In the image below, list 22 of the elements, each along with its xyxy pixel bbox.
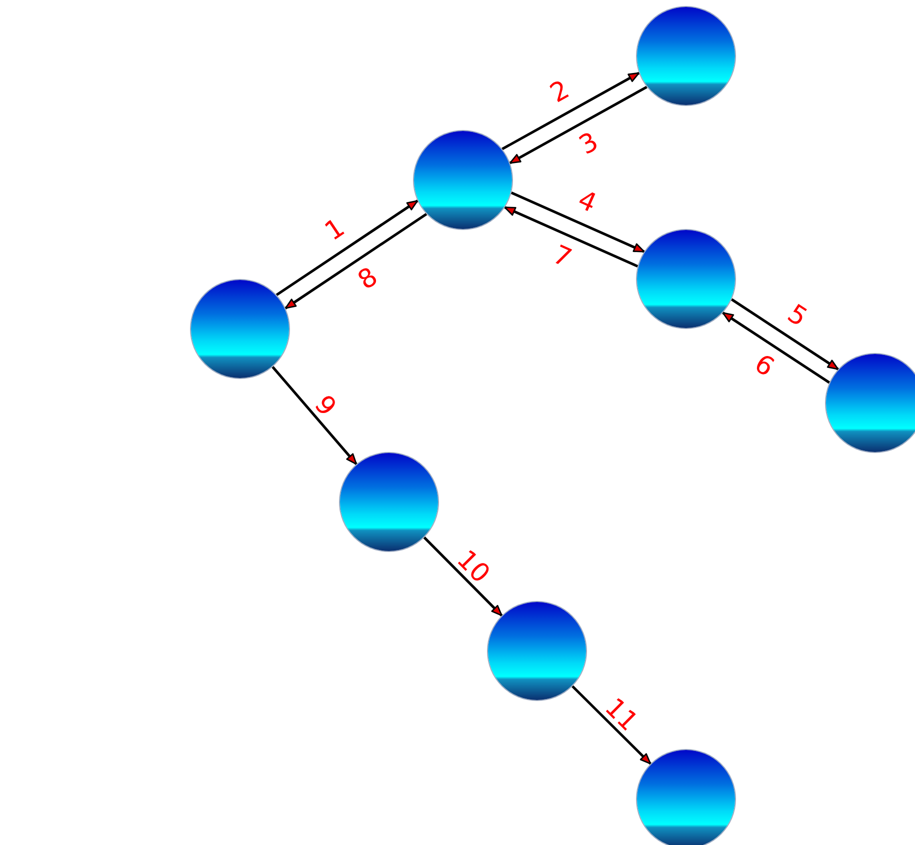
edge-label: 10 bbox=[452, 546, 494, 588]
edge-label: 6 bbox=[750, 350, 778, 382]
arrow bbox=[730, 298, 839, 370]
edge-label: 3 bbox=[576, 128, 603, 160]
arrow bbox=[284, 212, 428, 310]
arrow bbox=[276, 200, 418, 296]
edge-label: 4 bbox=[574, 186, 600, 218]
edge-label: 11 bbox=[600, 694, 642, 736]
edge-label: 1 bbox=[320, 214, 349, 245]
arrow bbox=[504, 206, 638, 268]
edge-label: 5 bbox=[782, 300, 811, 332]
edge-label: 9 bbox=[310, 392, 340, 422]
edge-label: 2 bbox=[546, 76, 574, 108]
arrow bbox=[502, 72, 640, 150]
edge-label: 7 bbox=[549, 242, 576, 272]
edge-label: 8 bbox=[354, 264, 382, 295]
arrow bbox=[510, 192, 645, 253]
arrow bbox=[572, 685, 652, 765]
arrow bbox=[509, 86, 648, 164]
arrow bbox=[722, 312, 830, 384]
arrow bbox=[272, 366, 358, 465]
arrow bbox=[423, 536, 503, 616]
